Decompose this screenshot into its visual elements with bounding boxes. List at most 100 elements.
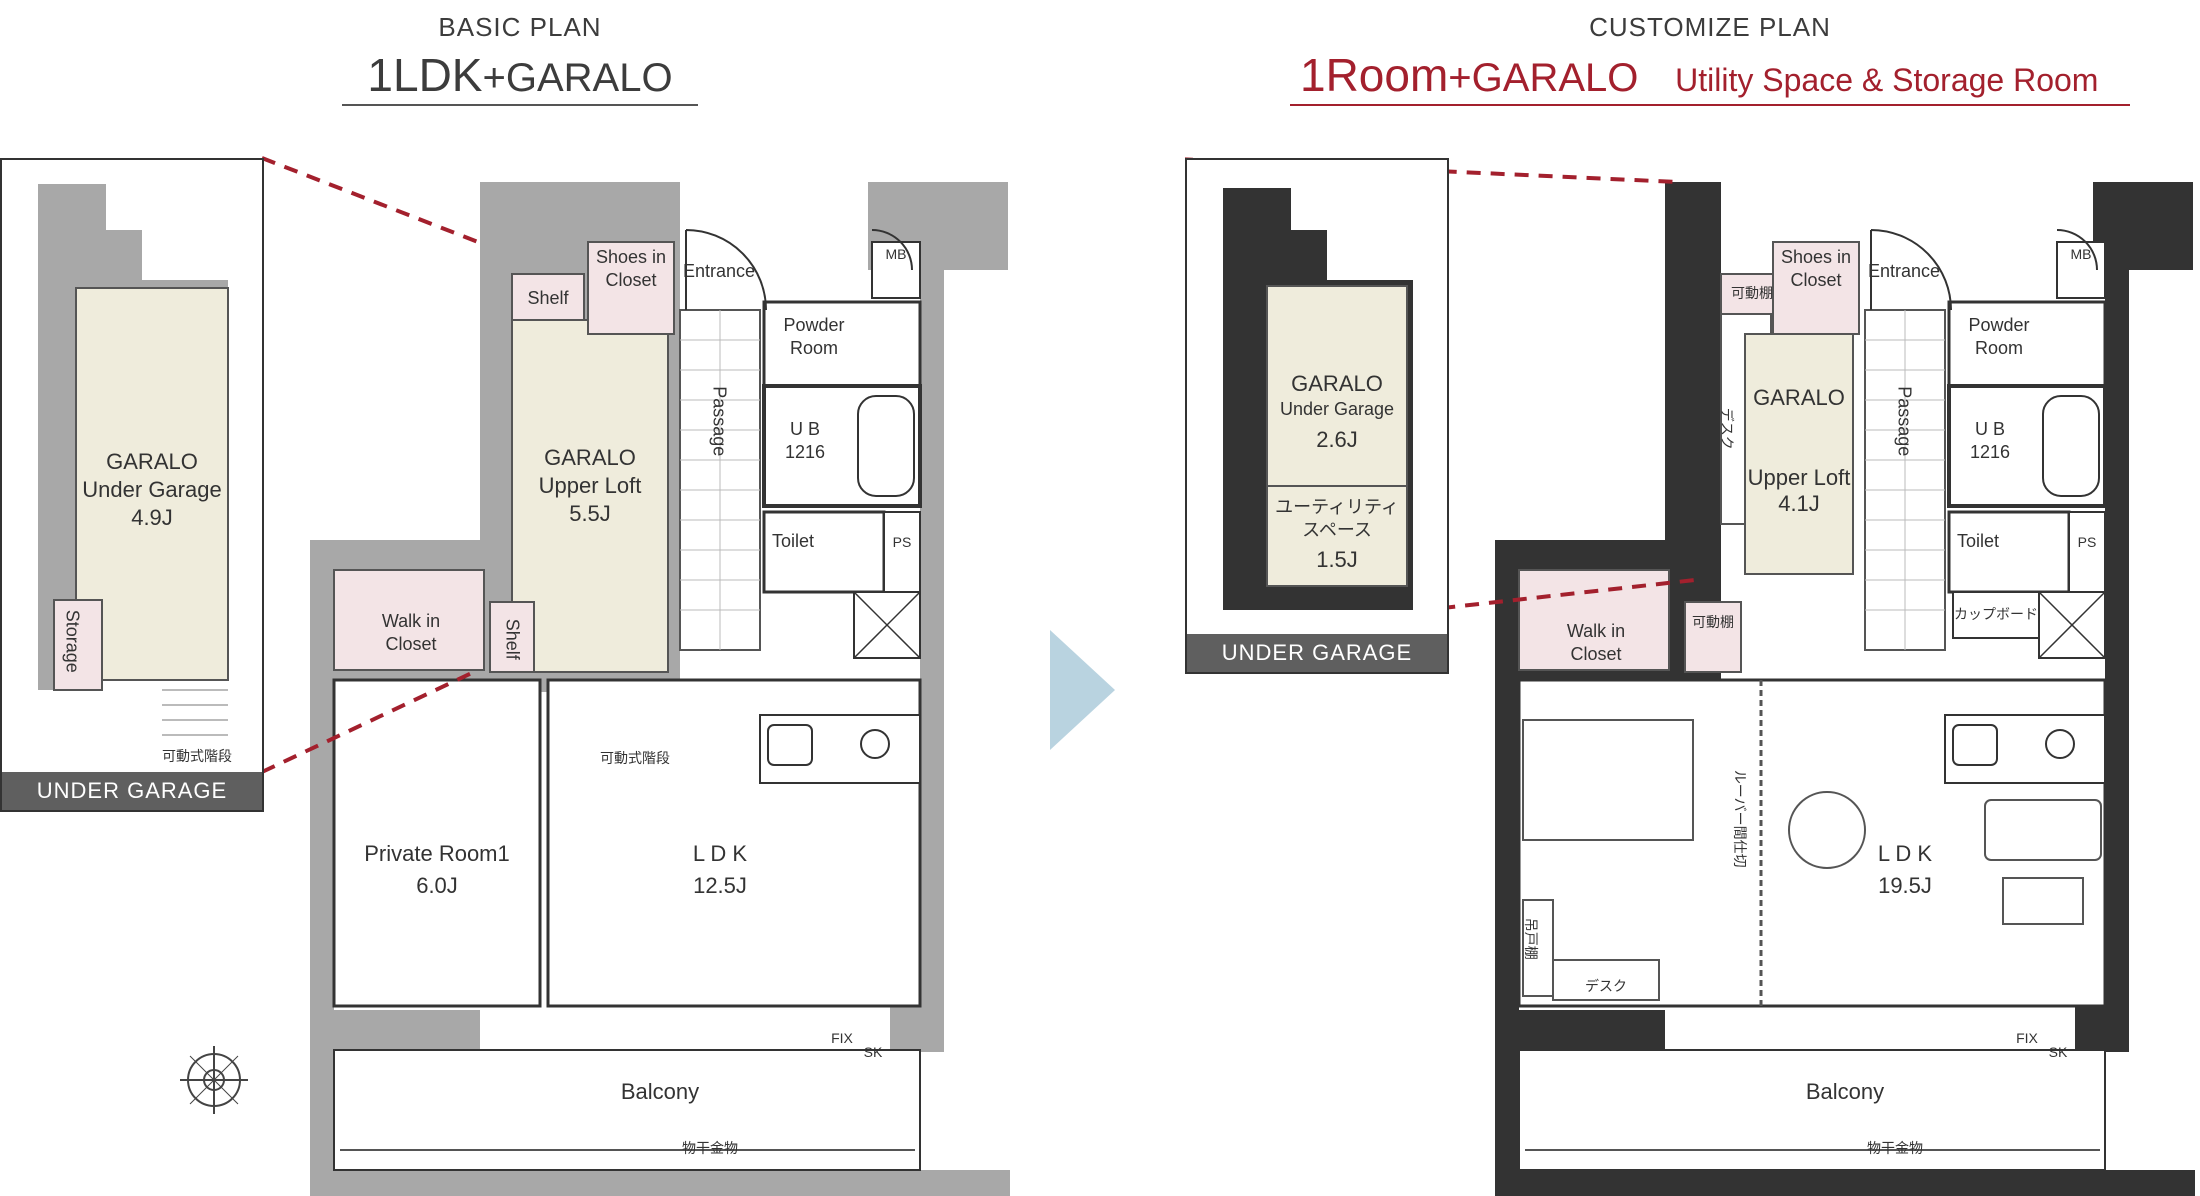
basic-private-room-label: Private Room1	[364, 841, 510, 866]
customize-ldk-size: 19.5J	[1878, 873, 1932, 898]
customize-plan-underline	[1290, 104, 2130, 106]
customize-connector-top	[1185, 157, 1678, 184]
basic-entrance-door	[685, 229, 767, 311]
basic-under-garage-inset: GARALO Under Garage 4.9J Storage 可動式階段 U…	[0, 158, 264, 812]
customize-cupboard-box	[1952, 591, 2040, 639]
customize-walkin-label: Walk in Closet	[1566, 621, 1626, 664]
customize-floorplan	[1185, 157, 2195, 1196]
basic-plan-title-main: 1LDK	[367, 49, 483, 101]
basic-shoes-box	[587, 241, 675, 335]
customize-inset-drawing	[1223, 188, 1413, 610]
customize-powder-area	[1947, 300, 2107, 388]
customize-louver-label: ルーバー間仕切	[1731, 769, 1748, 868]
customize-fix-label: FIX	[2016, 1030, 2038, 1046]
customize-inset-utility-size: 1.5J	[1316, 547, 1358, 572]
basic-garalo-size: 5.5J	[569, 501, 611, 526]
customize-plan-subtitle: CUSTOMIZE PLAN	[1589, 12, 1831, 42]
customize-shoes-label: Shoes in Closet	[1780, 247, 1852, 290]
customize-sink-icon	[1952, 724, 1998, 766]
basic-compass-icon	[180, 1046, 248, 1114]
basic-floorplan	[180, 156, 1010, 1196]
customize-ub-label: U B 1216	[1969, 419, 2011, 462]
basic-private-room-area	[332, 678, 542, 1008]
customize-inset-garalo-size: 2.6J	[1316, 427, 1358, 452]
basic-stair-note: 可動式階段	[600, 750, 670, 766]
basic-mb-label: MB	[885, 246, 907, 262]
basic-shelf-v-label: Shelf	[502, 618, 523, 660]
customize-inset-garalo-title: GARALO	[1291, 371, 1383, 396]
basic-ub-label: U B 1216	[784, 419, 826, 462]
basic-plan-title-plus: +GARALO	[482, 56, 673, 100]
basic-inset-drawing	[38, 184, 229, 736]
basic-mb-door	[871, 229, 913, 271]
customize-mb-label: MB	[2070, 246, 2092, 262]
customize-walkin-box	[1518, 569, 1670, 671]
basic-balcony-label: Balcony	[620, 1079, 700, 1104]
customize-balcony-area	[1518, 1049, 2106, 1171]
basic-bathtub	[857, 395, 915, 497]
basic-ldk-size: 12.5J	[693, 873, 747, 898]
customize-shoes-box	[1772, 241, 1860, 335]
customize-bed	[1522, 719, 1694, 841]
customize-hanging-label: 吊戸棚	[1522, 917, 1539, 960]
customize-powder-label: Powder Room	[1968, 315, 2030, 358]
basic-plan-underline	[342, 104, 698, 106]
customize-toilet-label: Toilet	[1956, 531, 2000, 551]
customize-kadou-shelf2-box	[1684, 601, 1742, 673]
customize-under-garage-tag: UNDER GARAGE	[1187, 634, 1447, 672]
customize-desk-v-label: デスク	[1718, 407, 1735, 450]
customize-plan-title: 1Room+GARALO Utility Space & Storage Roo…	[1300, 48, 2150, 102]
customize-sk-label: SK	[2048, 1044, 2068, 1060]
basic-toilet-area	[762, 510, 886, 594]
customize-loft-fill	[1744, 333, 1854, 575]
customize-passage-tiles	[1865, 310, 1945, 650]
customize-garalo-title: GARALO	[1753, 385, 1845, 410]
basic-shoes-label: Shoes in Closet	[595, 247, 667, 290]
basic-inset-stair-note: 可動式階段	[162, 748, 232, 764]
customize-stove-icon	[2045, 729, 2075, 759]
basic-balcony-area	[333, 1049, 921, 1171]
basic-drying-label: 物干金物	[682, 1140, 738, 1156]
customize-coffee-table	[2002, 877, 2084, 925]
customize-sofa	[1984, 799, 2102, 861]
customize-desk-box	[1552, 959, 1660, 1001]
customize-plan-title-plus: +GARALO	[1448, 56, 1639, 100]
customize-entrance-label: Entrance	[1867, 261, 1941, 281]
basic-ps-area	[883, 511, 921, 593]
basic-powder-label: Powder Room	[783, 315, 845, 358]
basic-garalo-sub: Upper Loft	[538, 473, 642, 498]
basic-under-garage-tag: UNDER GARAGE	[2, 772, 262, 810]
basic-toilet-label: Toilet	[771, 531, 815, 551]
basic-garalo-title: GARALO	[544, 445, 636, 470]
customize-bathtub	[2042, 395, 2100, 497]
basic-shelf-label: Shelf	[527, 288, 569, 308]
basic-stove-icon	[860, 729, 890, 759]
customize-ps-label: PS	[2077, 534, 2097, 550]
customize-ldk-label: L D K	[1877, 841, 1933, 866]
basic-walkin-label: Walk in Closet	[381, 611, 441, 654]
customize-entrance-door	[1870, 229, 1952, 311]
basic-passage-tiles	[680, 310, 760, 650]
basic-loft-fill	[511, 319, 669, 673]
customize-kadou-shelf-label: 可動棚	[1731, 285, 1773, 301]
basic-ldk-label: L D K	[692, 841, 748, 866]
customize-desk-label: デスク	[1585, 978, 1627, 994]
basic-plan-subtitle: BASIC PLAN	[438, 12, 602, 42]
customize-mb-door	[2056, 229, 2098, 271]
basic-entrance-label: Entrance	[682, 261, 756, 281]
basic-private-room-size: 6.0J	[416, 873, 458, 898]
basic-inset-garalo-size: 4.9J	[131, 505, 173, 530]
customize-cupboard-label: カップボード	[1954, 606, 2038, 622]
basic-shelf-box	[511, 273, 585, 321]
customize-toilet-area	[1947, 510, 2071, 594]
customize-inset-utility-label: ユーティリティ スペース	[1275, 497, 1399, 540]
basic-ps-label: PS	[892, 534, 912, 550]
basic-connector-top	[261, 156, 479, 244]
customize-drying-label: 物干金物	[1867, 1140, 1923, 1156]
basic-passage-label: Passage	[709, 386, 730, 457]
customize-balcony-label: Balcony	[1805, 1079, 1885, 1104]
customize-kadou-shelf2-label: 可動棚	[1692, 614, 1734, 630]
basic-connector-bottom	[261, 668, 479, 774]
customize-dining-table	[1788, 791, 1866, 869]
basic-plan-title: 1LDK+GARALO	[340, 48, 700, 102]
